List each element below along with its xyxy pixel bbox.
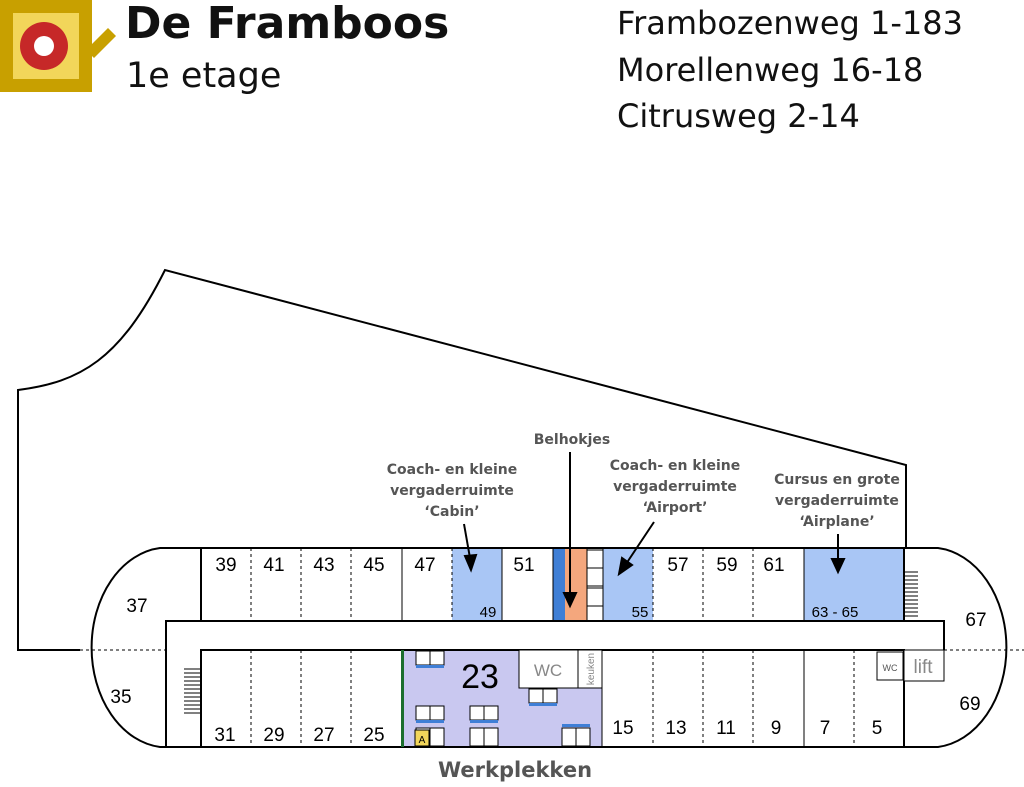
room-number: 61: [763, 555, 784, 576]
small-wc: [876, 651, 904, 681]
room-number: 23: [461, 658, 499, 696]
workspaces-label: Werkplekken: [438, 758, 593, 782]
small-wc-label: WC: [883, 663, 898, 673]
page-title: De Framboos: [125, 0, 450, 49]
airport-callout: Coach- en kleine vergaderruimte ‘Airport…: [609, 458, 741, 516]
room-number: 45: [363, 555, 384, 576]
address-line: Morellenweg 16-18: [617, 51, 924, 89]
room-number: 37: [126, 596, 147, 617]
room-number: 31: [214, 725, 235, 746]
room-number: 27: [313, 725, 334, 746]
room-number: 55: [632, 604, 649, 621]
kitchen: [577, 649, 603, 689]
room-number: 29: [263, 725, 284, 746]
room-number: 25: [363, 725, 384, 746]
phone-booth: [565, 548, 587, 621]
room-number: 69: [959, 694, 980, 715]
airplane-callout: Cursus en grote vergaderruimte ‘Airplane…: [774, 472, 900, 530]
room-number: 59: [716, 555, 737, 576]
room-number: 67: [965, 610, 986, 631]
room-number: 63 - 65: [812, 604, 859, 621]
room-number: 41: [263, 555, 284, 576]
address-line: Frambozenweg 1-183: [617, 4, 963, 42]
stairs: [184, 668, 200, 714]
floor-label: 1e etage: [126, 56, 282, 96]
room-number: 5: [872, 718, 883, 739]
desk-group: [415, 650, 591, 747]
a-marker-box: [414, 729, 430, 747]
cabin-callout: Coach- en kleine vergaderruimte ‘Cabin’: [386, 462, 518, 520]
framboos-logo: [0, 0, 116, 92]
room-number: 13: [665, 718, 686, 739]
phone-booth: [553, 548, 565, 621]
room-number: 57: [667, 555, 688, 576]
room-number: 11: [716, 718, 736, 739]
room-number: 51: [513, 555, 534, 576]
lift-label: lift: [914, 657, 934, 678]
room-number: 35: [110, 687, 131, 708]
airplane-room: [804, 548, 904, 621]
address-line: Citrusweg 2-14: [617, 97, 860, 135]
cabin-room: [452, 548, 502, 621]
door: [401, 650, 404, 747]
kitchen-label: keuken: [586, 653, 597, 685]
belhokjes-callout: Belhokjes: [533, 432, 611, 448]
room-number: 7: [820, 718, 831, 739]
room-number: 43: [313, 555, 334, 576]
stairs: [904, 571, 918, 617]
room-number: 47: [414, 555, 435, 576]
a-marker: A: [419, 735, 426, 746]
lift: [903, 649, 945, 682]
room-number: 15: [612, 718, 633, 739]
building-outline: [17, 268, 907, 651]
wc-room: [518, 649, 579, 689]
room-number: 49: [480, 604, 497, 621]
room-number: 39: [215, 555, 236, 576]
wc-label: WC: [534, 661, 562, 680]
room-number: 9: [771, 718, 782, 739]
